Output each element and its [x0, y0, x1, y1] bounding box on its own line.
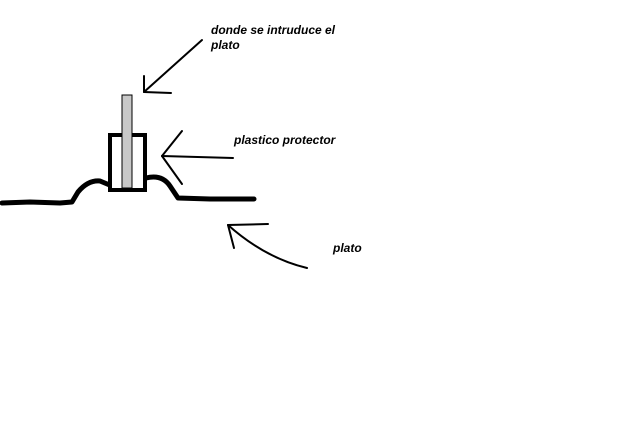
arrow-plate — [227, 223, 308, 269]
plate-surface — [0, 174, 257, 206]
rod — [121, 94, 133, 189]
arrow-insert — [143, 39, 203, 94]
label-plastic-protector: plastico protector — [234, 133, 336, 147]
label-insert-point: donde se intruduce el plato — [211, 23, 336, 52]
arrow-protector — [161, 130, 234, 185]
label-plate: plato — [333, 241, 362, 255]
